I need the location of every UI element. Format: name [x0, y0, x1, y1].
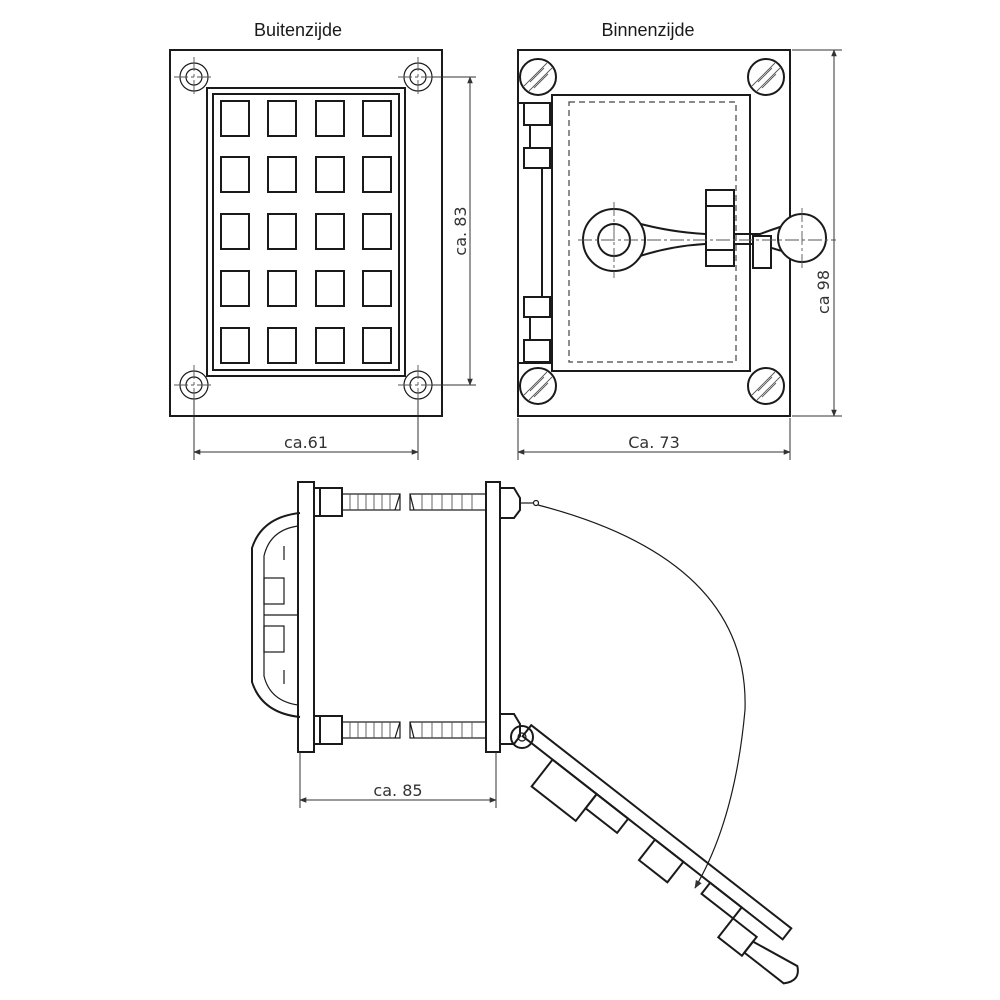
latch-catch [752, 235, 772, 269]
grille-opening [315, 213, 345, 250]
outside-view [169, 49, 443, 417]
outside-plate [169, 49, 443, 417]
dim-side-depth: ca. 85 [299, 752, 497, 808]
grille-opening [267, 270, 297, 307]
latch-handle [578, 189, 836, 278]
open-door [521, 723, 799, 985]
grille-opening [220, 156, 250, 193]
grille-opening [362, 270, 392, 307]
grille-opening [267, 327, 297, 364]
grille-opening [267, 100, 297, 137]
nut-top [499, 487, 521, 519]
dim-inside-width: Ca. 73 [517, 418, 791, 460]
door-swing-arc [537, 504, 746, 889]
bolt-top [313, 487, 487, 517]
latch-block [705, 189, 735, 267]
inside-screw-top-left [519, 58, 557, 96]
nut-bottom [499, 713, 521, 745]
grille-openings [220, 100, 392, 364]
side-outer-plate [297, 481, 315, 753]
dim-outside-width: ca.61 [193, 400, 419, 460]
hinge-left [518, 102, 552, 364]
title-outside: Buitenzijde [254, 20, 342, 40]
grille-housing-outer [251, 512, 301, 718]
grille-opening [267, 156, 297, 193]
title-inside: Binnenzijde [601, 20, 694, 40]
dim-side-depth-label: ca. 85 [373, 781, 422, 800]
grille-opening [220, 327, 250, 364]
grille-housing-inner [263, 525, 299, 706]
hinge-pin [510, 725, 534, 749]
grille-opening [267, 213, 297, 250]
grille-opening [315, 270, 345, 307]
grille-opening [220, 213, 250, 250]
door-handle-grip [742, 940, 799, 985]
inside-screw-bottom-right [747, 367, 785, 405]
grille-opening [362, 327, 392, 364]
grille-opening [362, 213, 392, 250]
dim-outside-height: ca. 83 [432, 76, 476, 386]
inside-door-hidden-edge [568, 101, 737, 363]
inside-view [517, 49, 836, 417]
dim-inside-width-label: Ca. 73 [628, 433, 680, 452]
grille-opening [220, 100, 250, 137]
grille-opening [315, 100, 345, 137]
dim-outside-width-label: ca.61 [284, 433, 328, 452]
grille-opening [220, 270, 250, 307]
outside-frame-inner [212, 93, 400, 371]
side-inner-plate [485, 481, 501, 753]
outside-screw-top-left [174, 57, 214, 97]
outside-screw-bottom-left [174, 365, 214, 405]
grille-opening [362, 156, 392, 193]
inside-screw-top-right [747, 58, 785, 96]
dim-inside-height: ca 98 [792, 49, 842, 417]
inside-screw-bottom-left [519, 367, 557, 405]
side-view [251, 481, 799, 985]
grille-opening [315, 327, 345, 364]
grille-opening [315, 156, 345, 193]
outside-frame-outer [206, 87, 406, 377]
grille-opening [362, 100, 392, 137]
dim-outside-height-label: ca. 83 [451, 206, 470, 255]
bolt-bottom [313, 715, 487, 745]
dim-inside-height-label: ca 98 [814, 270, 833, 314]
